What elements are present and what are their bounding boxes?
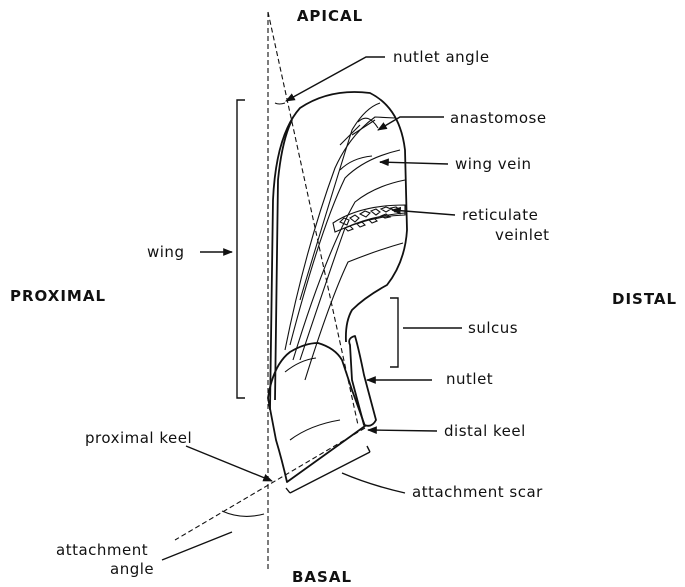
sulcus-bracket <box>390 298 398 367</box>
label-reticulate: reticulate <box>462 206 538 224</box>
label-sulcus: sulcus <box>468 319 518 337</box>
attachment-scar-dashed-line <box>175 428 365 540</box>
direction-distal: DISTAL <box>612 290 677 308</box>
nutlet-outline <box>349 336 376 426</box>
label-nutlet: nutlet <box>446 370 493 388</box>
label-attachment: attachment <box>56 541 148 559</box>
attachment-scar-leader <box>342 473 405 493</box>
label-wing: wing <box>147 243 184 261</box>
attachment-angle-arc <box>222 511 264 516</box>
wing-bracket <box>237 100 245 398</box>
distal-keel-leader <box>368 430 437 431</box>
wing-outline <box>270 92 407 410</box>
anastomose-leader <box>378 117 444 130</box>
direction-proximal: PROXIMAL <box>10 287 106 305</box>
nutlet-angle-arc <box>275 103 285 104</box>
proximal-keel-leader <box>186 446 272 481</box>
label-angle: angle <box>110 560 154 578</box>
wing-vein-leader <box>380 162 448 164</box>
attachment-angle-leader <box>162 532 232 560</box>
label-nutlet-angle: nutlet angle <box>393 48 490 66</box>
label-veinlet: veinlet <box>495 226 550 244</box>
seed-body-contour-lower <box>290 420 340 440</box>
reticulate-veinlet-patch <box>333 205 405 232</box>
label-distal-keel: distal keel <box>444 422 526 440</box>
direction-apical: APICAL <box>297 7 363 25</box>
reticulate-veinlet-leader <box>392 210 455 215</box>
label-anastomose: anastomose <box>450 109 547 127</box>
label-wing-vein: wing vein <box>455 155 532 173</box>
label-proximal-keel: proximal keel <box>85 429 192 447</box>
direction-basal: BASAL <box>292 568 352 586</box>
label-attachment-scar: attachment scar <box>412 483 543 501</box>
